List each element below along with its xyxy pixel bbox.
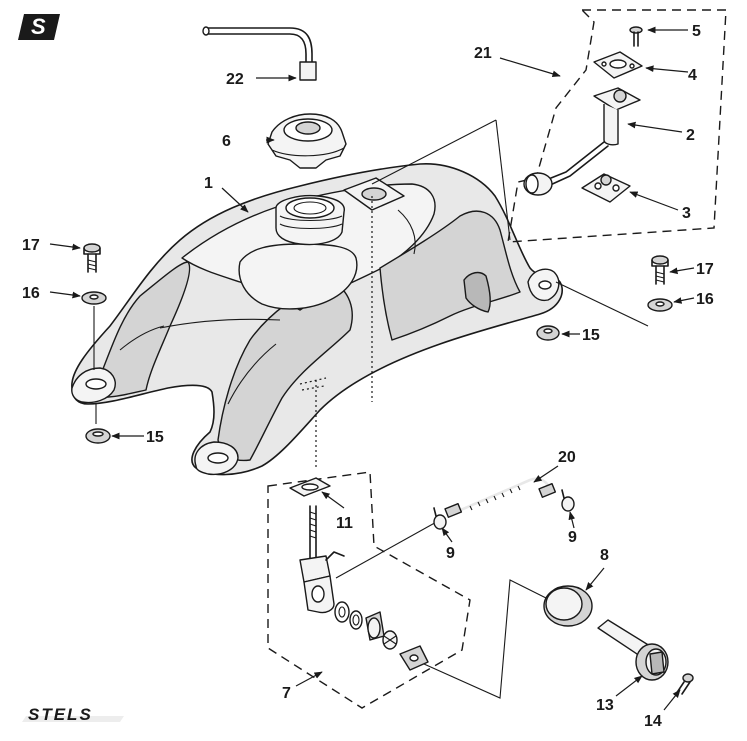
petcock-hose-line (335, 519, 441, 579)
callout-labels: 1 2 3 4 5 6 7 8 9 9 11 13 14 15 15 16 16… (22, 23, 714, 730)
petcock-gasket (289, 477, 331, 497)
callout-11: 11 (336, 515, 353, 532)
knob-screw (675, 673, 694, 695)
petcock-lever (399, 645, 429, 671)
rubber-cap (543, 585, 593, 627)
callout-8: 8 (600, 547, 609, 564)
callout-1: 1 (204, 175, 213, 192)
fuel-level-sender (523, 87, 641, 196)
hose-clamp-right (561, 489, 575, 512)
petcock-kit-boundary (267, 471, 471, 709)
hose-clamp-left (433, 507, 447, 530)
callout-15a: 15 (146, 429, 164, 446)
callout-9a: 9 (446, 545, 455, 562)
callout-20: 20 (558, 449, 576, 466)
callout-14: 14 (644, 713, 662, 730)
callout-16b: 16 (696, 291, 714, 308)
right-washer (647, 298, 673, 312)
petcock-lever-line (423, 579, 547, 699)
callout-7: 7 (282, 685, 291, 702)
fuel-tank-body (71, 163, 564, 476)
brand-logo: S (18, 14, 60, 40)
sender-to-tank-line (495, 119, 511, 241)
callout-15b: 15 (582, 327, 600, 344)
right-grommet (536, 325, 560, 341)
callout-6: 6 (222, 133, 231, 150)
fuel-petcock (299, 505, 345, 614)
callout-22: 22 (226, 71, 244, 88)
logo-letter: S (31, 14, 46, 39)
sender-to-tank-line-2 (371, 119, 497, 185)
petcock-o-ring (349, 610, 363, 630)
valve-knob (597, 619, 669, 681)
callout-leaders (49, 26, 695, 711)
fuel-cap (267, 113, 347, 169)
brand-wordmark: STELS (22, 705, 124, 724)
callout-5: 5 (692, 23, 701, 40)
petcock-spring-washer (382, 630, 398, 650)
callout-21: 21 (474, 45, 492, 62)
sender-screw (629, 26, 643, 47)
callout-4: 4 (688, 67, 697, 84)
left-bolt (83, 243, 101, 273)
wordmark-text: STELS (28, 705, 93, 724)
callout-2: 2 (686, 127, 695, 144)
fuel-hose (444, 477, 557, 518)
callout-16a: 16 (22, 285, 40, 302)
filler-neck (275, 194, 345, 246)
sender-cover-plate (593, 51, 643, 79)
sender-mount-plate (343, 177, 405, 211)
callout-17b: 17 (696, 261, 714, 278)
breather-hose (202, 26, 317, 81)
petcock-seal-ring (334, 601, 350, 623)
callout-13: 13 (596, 697, 614, 714)
callout-3: 3 (682, 205, 691, 222)
sender-gasket (581, 173, 631, 203)
tank-drain-marks (299, 377, 327, 391)
left-washer (81, 291, 107, 305)
callout-17a: 17 (22, 237, 40, 254)
right-mount-line (555, 281, 649, 327)
callout-9b: 9 (568, 529, 577, 546)
right-bolt (651, 255, 669, 285)
petcock-valve (365, 611, 385, 641)
logo-badge (18, 14, 60, 40)
left-grommet (85, 428, 111, 444)
